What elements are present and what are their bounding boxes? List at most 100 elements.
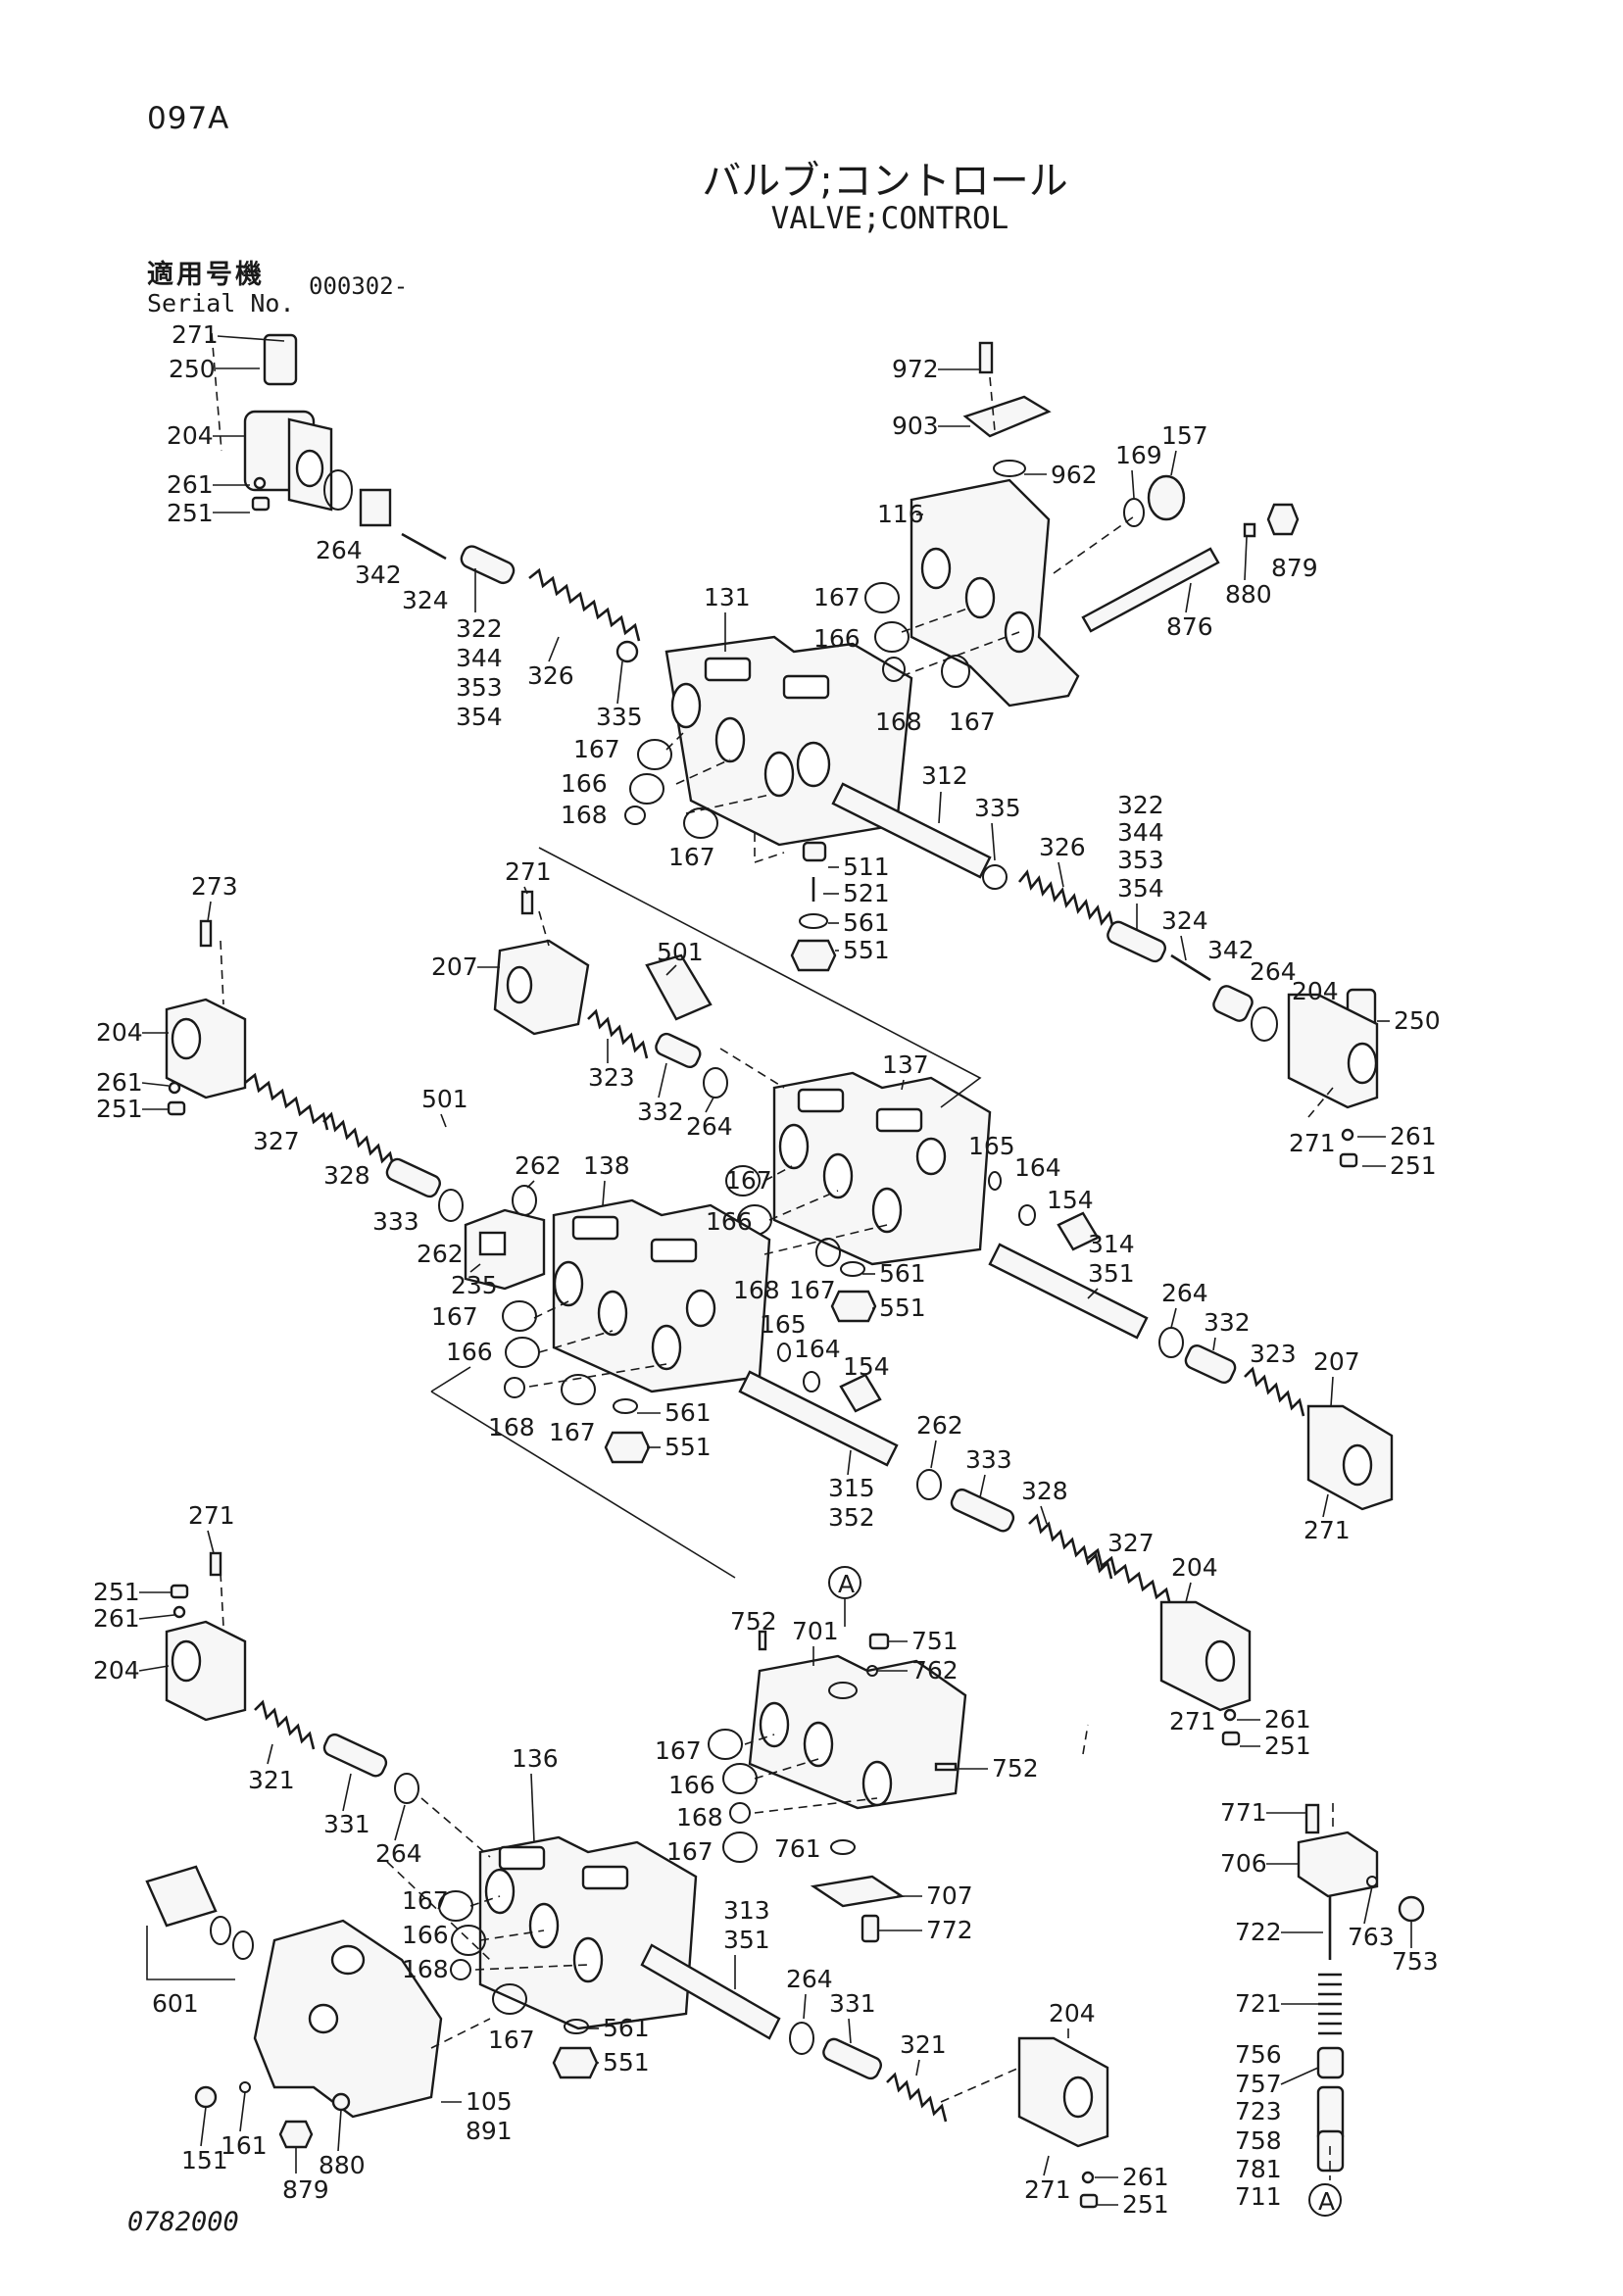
callout-261: 261 bbox=[1390, 1122, 1437, 1150]
callout-273: 273 bbox=[191, 872, 238, 901]
callout-342: 342 bbox=[1207, 936, 1254, 964]
callout-701: 701 bbox=[792, 1617, 839, 1645]
callout-763: 763 bbox=[1348, 1923, 1395, 1951]
callout-204: 204 bbox=[1292, 977, 1339, 1005]
callout-166: 166 bbox=[561, 769, 608, 798]
callout-312: 312 bbox=[921, 761, 968, 790]
end-cover-top-left bbox=[243, 333, 641, 663]
callout-235: 235 bbox=[451, 1271, 498, 1299]
callout-271: 271 bbox=[1303, 1516, 1351, 1544]
callout-331: 331 bbox=[323, 1810, 370, 1838]
end-cover-right-lower bbox=[1159, 1600, 1252, 1746]
callout-353: 353 bbox=[1117, 846, 1164, 874]
callout-753: 753 bbox=[1392, 1947, 1439, 1976]
callout-324: 324 bbox=[1161, 906, 1208, 935]
callout-327: 327 bbox=[1107, 1529, 1155, 1557]
cover-plate-707 bbox=[810, 1875, 906, 1943]
callout-601: 601 bbox=[152, 1989, 199, 2018]
callout-772: 772 bbox=[926, 1916, 973, 1944]
callout-323: 323 bbox=[1250, 1340, 1297, 1368]
callout-264: 264 bbox=[316, 536, 363, 564]
callout-167: 167 bbox=[666, 1837, 713, 1866]
spool-312 bbox=[831, 782, 1278, 1042]
callout-138: 138 bbox=[583, 1151, 630, 1180]
callout-751: 751 bbox=[911, 1627, 959, 1655]
callout-168: 168 bbox=[733, 1276, 780, 1304]
callout-169: 169 bbox=[1115, 441, 1162, 469]
callout-261: 261 bbox=[93, 1604, 140, 1633]
callout-271: 271 bbox=[1289, 1129, 1336, 1157]
callout-353: 353 bbox=[456, 673, 503, 702]
title-english: VALVE;CONTROL bbox=[770, 201, 1009, 236]
callout-251: 251 bbox=[93, 1578, 140, 1606]
callout-561: 561 bbox=[664, 1398, 712, 1427]
callout-168: 168 bbox=[561, 801, 608, 829]
spool-314 bbox=[988, 1243, 1305, 1417]
end-cover-right-upper bbox=[1287, 988, 1379, 1168]
callout-261: 261 bbox=[1122, 2163, 1169, 2191]
callout-251: 251 bbox=[96, 1095, 143, 1123]
callout-154: 154 bbox=[843, 1352, 890, 1381]
callout-261: 261 bbox=[96, 1068, 143, 1097]
spool-313 bbox=[640, 1943, 948, 2123]
page-code: 097A bbox=[147, 101, 230, 136]
callout-164: 164 bbox=[1014, 1153, 1061, 1182]
callout-332: 332 bbox=[637, 1098, 684, 1126]
relief-cartridge bbox=[1297, 1803, 1425, 2217]
callout-501: 501 bbox=[421, 1085, 468, 1113]
callout-756: 756 bbox=[1235, 2040, 1282, 2069]
callout-721: 721 bbox=[1235, 1989, 1282, 2018]
callout-752: 752 bbox=[730, 1607, 777, 1636]
callout-167: 167 bbox=[431, 1302, 478, 1331]
callout-271: 271 bbox=[1024, 2175, 1071, 2204]
callout-879: 879 bbox=[1271, 554, 1318, 582]
callout-880: 880 bbox=[319, 2151, 366, 2179]
callout-251: 251 bbox=[167, 499, 214, 527]
callout-116: 116 bbox=[877, 500, 924, 528]
callout-251: 251 bbox=[1390, 1151, 1437, 1180]
callout-351: 351 bbox=[723, 1926, 770, 1954]
callout-264: 264 bbox=[686, 1112, 733, 1141]
end-cover-left-lower bbox=[165, 1551, 419, 1804]
callout-551: 551 bbox=[664, 1433, 712, 1461]
callout-322: 322 bbox=[456, 614, 503, 643]
callout-157: 157 bbox=[1161, 421, 1208, 450]
port-cover-207-upper bbox=[493, 890, 728, 1099]
end-cover-left-middle bbox=[165, 919, 464, 1222]
callout-331: 331 bbox=[829, 1989, 876, 2018]
callout-167: 167 bbox=[668, 843, 715, 871]
callout-501: 501 bbox=[657, 938, 704, 966]
callout-335: 335 bbox=[974, 794, 1021, 822]
spool-315 bbox=[738, 1370, 1172, 1606]
callout-165: 165 bbox=[760, 1310, 807, 1339]
callout-251: 251 bbox=[1122, 2190, 1169, 2219]
callout-561: 561 bbox=[879, 1259, 926, 1288]
callout-752: 752 bbox=[992, 1754, 1039, 1783]
callout-903: 903 bbox=[892, 412, 939, 440]
valve-section-138 bbox=[464, 1185, 882, 1464]
callout-161: 161 bbox=[221, 2131, 268, 2160]
callout-354: 354 bbox=[1117, 874, 1164, 903]
callout-131: 131 bbox=[704, 583, 751, 611]
callout-167: 167 bbox=[402, 1886, 449, 1915]
callout-262: 262 bbox=[417, 1240, 464, 1268]
callout-333: 333 bbox=[372, 1207, 419, 1236]
callout-207: 207 bbox=[1313, 1347, 1360, 1376]
assembly-lines bbox=[211, 332, 1334, 2180]
port-cover-207-lower bbox=[1306, 1404, 1394, 1511]
callout-561: 561 bbox=[843, 908, 890, 937]
callout-313: 313 bbox=[723, 1896, 770, 1925]
callout-167: 167 bbox=[549, 1418, 596, 1446]
callout-521: 521 bbox=[843, 879, 890, 907]
valve-section-701 bbox=[708, 1566, 967, 1863]
callout-328: 328 bbox=[1021, 1477, 1068, 1505]
callout-707: 707 bbox=[926, 1881, 973, 1910]
callout-A: A bbox=[1318, 2187, 1335, 2216]
callout-154: 154 bbox=[1047, 1186, 1094, 1214]
callout-758: 758 bbox=[1235, 2126, 1282, 2155]
callout-166: 166 bbox=[706, 1207, 753, 1236]
callout-167: 167 bbox=[573, 735, 620, 763]
callout-271: 271 bbox=[172, 320, 219, 349]
callout-771: 771 bbox=[1220, 1798, 1267, 1827]
footer-code: 0782000 bbox=[127, 2207, 239, 2237]
